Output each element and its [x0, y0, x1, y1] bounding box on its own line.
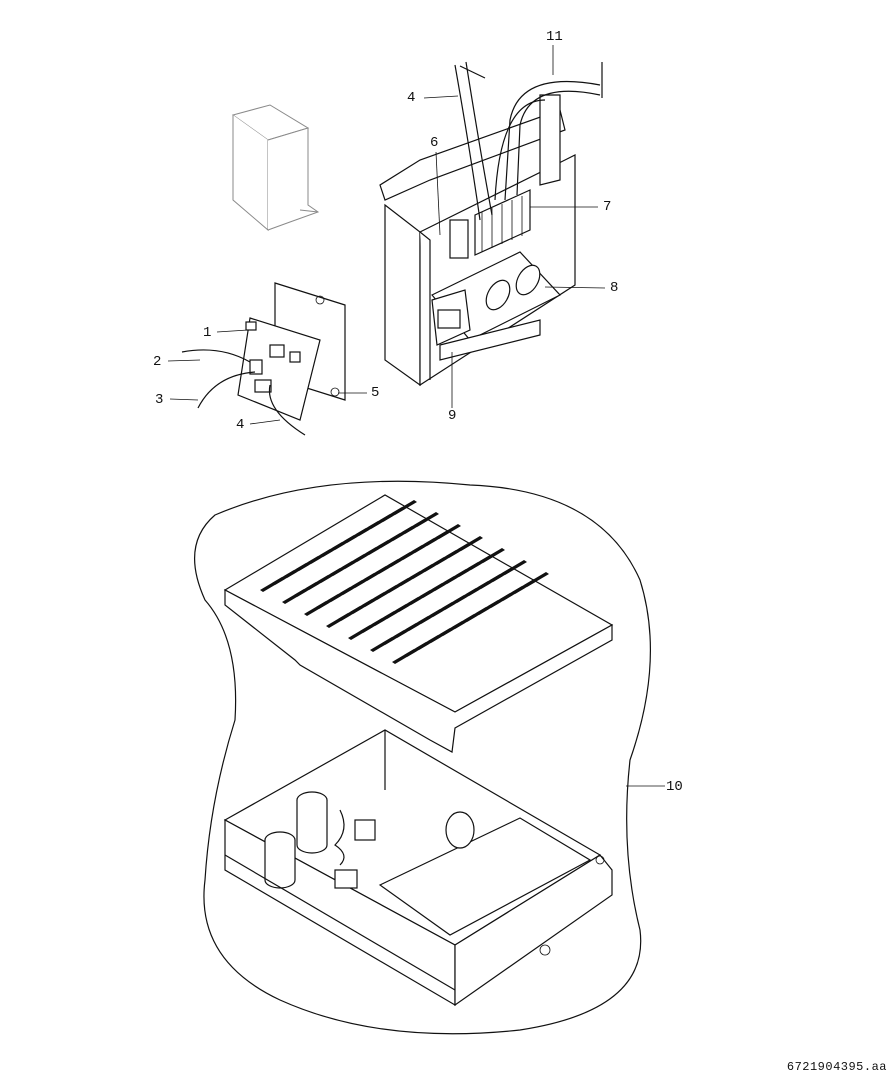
- callout-5: 5: [371, 385, 380, 401]
- wire-2: [181, 349, 251, 363]
- callout-1: 1: [203, 325, 212, 341]
- cable-4: [454, 64, 481, 221]
- vent-slot: [502, 560, 527, 575]
- perforated-lid: [223, 494, 614, 753]
- callout-8: 8: [610, 280, 619, 296]
- callout-7: 7: [603, 199, 612, 215]
- vent-slot: [436, 524, 461, 539]
- assembly-outline-10: [194, 480, 652, 1035]
- wire-3: [197, 371, 256, 409]
- callout-6: 6: [430, 135, 439, 151]
- leader-lines: [167, 45, 665, 787]
- control-board: [237, 282, 346, 421]
- callout-4-wire: 4: [236, 417, 245, 433]
- vent-slot: [392, 500, 417, 515]
- callout-10: 10: [666, 779, 683, 795]
- callout-11: 11: [546, 29, 563, 45]
- cable-11b: [516, 90, 601, 196]
- callout-9: 9: [448, 408, 457, 424]
- vent-slot: [414, 512, 439, 527]
- cable-4b: [465, 61, 493, 216]
- callout-3: 3: [155, 392, 164, 408]
- vent-slot: [458, 536, 483, 551]
- base-housing: [223, 729, 613, 1007]
- drawing-code: 6721904395.aa: [786, 1060, 887, 1074]
- cable-11: [504, 81, 601, 201]
- callout-4-cable: 4: [407, 90, 416, 106]
- vent-slot: [524, 572, 549, 587]
- callout-2: 2: [153, 354, 162, 370]
- terminal-bracket: [379, 94, 576, 387]
- wire-4-lower: [268, 384, 306, 436]
- vent-slot: [480, 548, 505, 563]
- cover-cap: [231, 104, 320, 232]
